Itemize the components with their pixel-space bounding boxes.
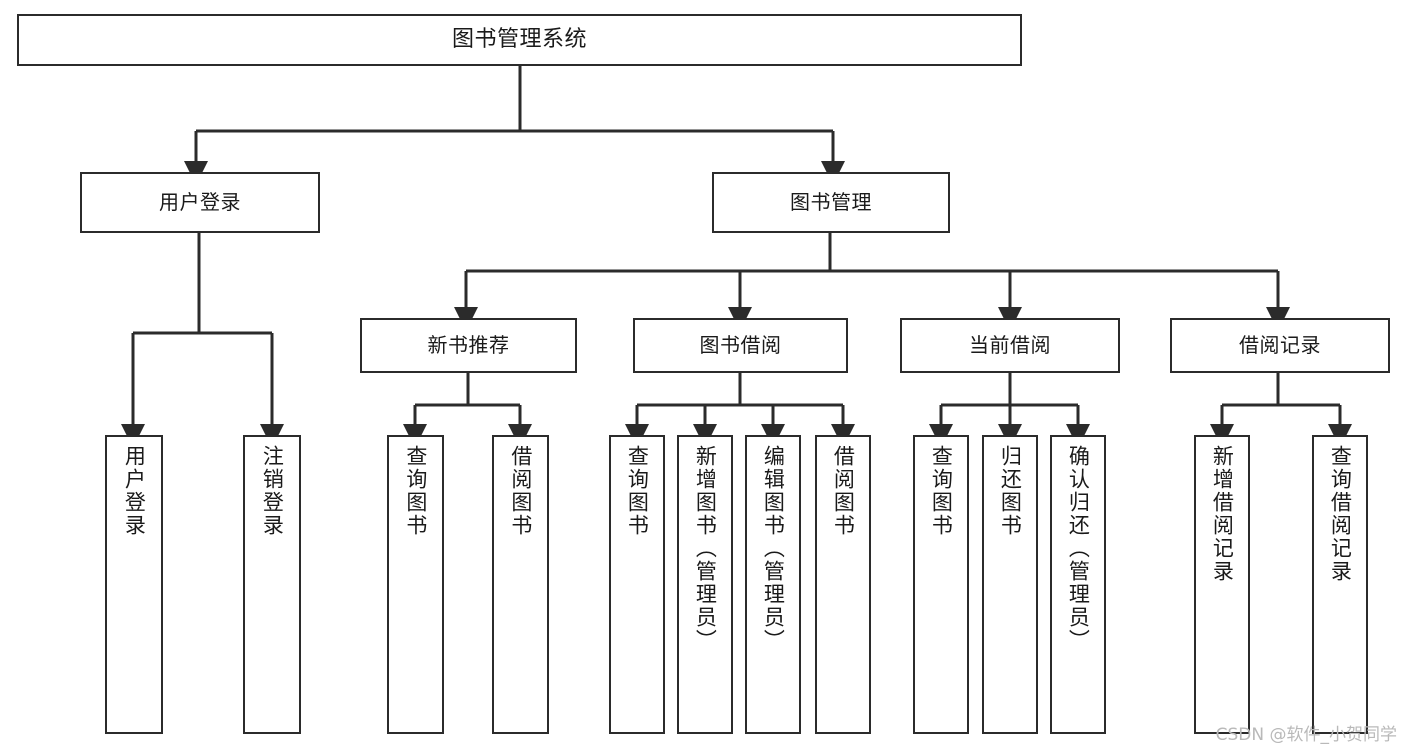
node-leaf-current-return-label: 归还图书 [998,445,1023,537]
node-root-label: 图书管理系统 [451,27,587,53]
node-book-management-label: 图书管理 [790,189,872,214]
node-leaf-borrow-borrow-book-label: 借阅图书 [831,445,856,537]
node-current-borrow[interactable]: 当前借阅 [900,318,1120,373]
node-user-login[interactable]: 用户登录 [80,172,320,233]
node-leaf-current-query-label: 查询图书 [929,445,954,537]
node-user-login-label: 用户登录 [159,189,241,214]
node-leaf-records-query-label: 查询借阅记录 [1328,445,1353,583]
node-leaf-new-book-borrow-label: 借阅图书 [508,445,533,537]
node-root[interactable]: 图书管理系统 [17,14,1022,66]
node-leaf-borrow-query-label: 查询图书 [625,445,650,537]
node-book-borrow-label: 图书借阅 [699,332,782,357]
node-leaf-current-confirm-return[interactable]: 确认归还（管理员） [1050,435,1106,734]
node-leaf-borrow-edit-book-label: 编辑图书（管理员） [761,445,786,652]
node-leaf-new-book-borrow[interactable]: 借阅图书 [492,435,549,734]
node-leaf-user-login-logout[interactable]: 注销登录 [243,435,301,734]
node-leaf-user-login-login-label: 用户登录 [122,445,147,537]
node-leaf-borrow-borrow-book[interactable]: 借阅图书 [815,435,871,734]
node-leaf-new-book-query[interactable]: 查询图书 [387,435,444,734]
node-book-management[interactable]: 图书管理 [712,172,950,233]
node-leaf-user-login-login[interactable]: 用户登录 [105,435,163,734]
node-borrow-records[interactable]: 借阅记录 [1170,318,1390,373]
node-leaf-current-return[interactable]: 归还图书 [982,435,1038,734]
node-leaf-records-add-label: 新增借阅记录 [1210,445,1235,583]
node-book-borrow[interactable]: 图书借阅 [633,318,848,373]
node-leaf-new-book-query-label: 查询图书 [403,445,428,537]
node-leaf-borrow-query[interactable]: 查询图书 [609,435,665,734]
node-leaf-borrow-edit-book[interactable]: 编辑图书（管理员） [745,435,801,734]
node-leaf-user-login-logout-label: 注销登录 [260,445,285,537]
node-new-book-recommend[interactable]: 新书推荐 [360,318,577,373]
node-leaf-borrow-add-book-label: 新增图书（管理员） [693,445,718,652]
node-leaf-records-add[interactable]: 新增借阅记录 [1194,435,1250,734]
node-leaf-current-confirm-return-label: 确认归还（管理员） [1066,445,1091,652]
node-leaf-borrow-add-book[interactable]: 新增图书（管理员） [677,435,733,734]
node-leaf-records-query[interactable]: 查询借阅记录 [1312,435,1368,734]
node-new-book-recommend-label: 新书推荐 [427,332,510,357]
node-borrow-records-label: 借阅记录 [1239,332,1321,357]
node-current-borrow-label: 当前借阅 [969,332,1051,357]
node-leaf-current-query[interactable]: 查询图书 [913,435,969,734]
